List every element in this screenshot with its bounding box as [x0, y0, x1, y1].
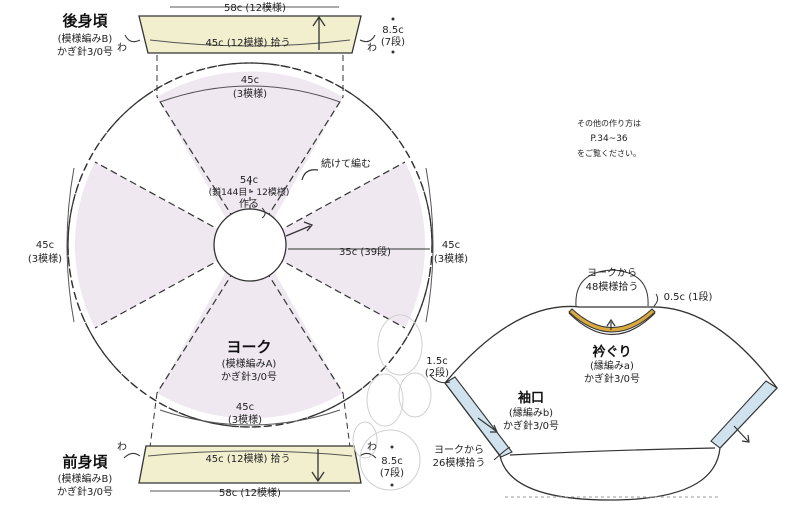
yoke-left-arc-pattern: (3模様)	[28, 252, 62, 265]
yoke-left-arc: 45c	[36, 240, 54, 251]
back-rows: (7段)	[381, 35, 405, 48]
front-body-band	[123, 445, 394, 492]
cuff-rows: (2段)	[425, 366, 449, 379]
yoke-bottom-arc: 45c	[236, 402, 254, 413]
collar-width: 0.5c (1段)	[664, 290, 713, 303]
collar-hook: かぎ針3/0号	[584, 372, 640, 385]
cuff-hook: かぎ針3/0号	[503, 419, 559, 432]
collar-pattern: (縁編みa)	[590, 359, 634, 372]
yoke-chain-length: 54c	[240, 175, 258, 186]
back-body-band	[124, 6, 395, 54]
yoke-pattern: (模様編みA)	[222, 357, 277, 370]
cuff-width: 1.5c	[426, 356, 447, 367]
cactus-illustration	[352, 314, 432, 491]
sleeve-outline	[444, 305, 778, 501]
sleeve-diagram	[429, 269, 778, 501]
continue-arrow	[301, 169, 319, 181]
back-body-title: 後身頃	[61, 12, 108, 30]
yoke-chain-count: (鎖144目・12模様)	[209, 186, 290, 198]
labels: 後身頃 (模様編みB) かぎ針3/0号 58c (12模様) 45c (12模様…	[28, 1, 713, 499]
yoke-right-arc: 45c	[442, 240, 460, 251]
yoke-hook: かぎ針3/0号	[221, 370, 277, 383]
front-body-title: 前身頃	[62, 453, 108, 471]
note-line-2: P.34~36	[590, 134, 628, 144]
collar-edge	[568, 308, 656, 333]
collar-from: ヨークから	[587, 267, 637, 279]
back-body-hook: かぎ針3/0号	[57, 45, 113, 58]
yoke-panel-lines	[94, 96, 406, 394]
yoke-title: ヨーク	[226, 338, 271, 356]
front-bottom-width: 58c (12模様)	[219, 486, 281, 499]
yoke-continue: 続けて編む	[321, 157, 371, 170]
front-pickup: 45c (12模様) 拾う	[205, 452, 290, 465]
front-band-shape	[138, 445, 362, 484]
yoke-bottom-arc-pattern: (3模様)	[228, 413, 262, 426]
yoke-radius: 35c (39段)	[339, 245, 391, 258]
cuff-pattern: (縁編みb)	[509, 406, 553, 419]
arc-dimension-lines	[66, 85, 434, 426]
yoke-top-arc-pattern: (3模様)	[233, 87, 267, 100]
back-height: 8.5c	[382, 25, 403, 36]
cuff-from: ヨークから	[434, 444, 484, 456]
yoke-top-arc: 45c	[241, 75, 259, 86]
left-cuff-edge	[444, 376, 513, 458]
back-body-pattern: (模様編みB)	[58, 32, 113, 45]
cuff-pickup: 26模様拾う	[433, 456, 486, 469]
front-body-pattern: (模様編みB)	[58, 472, 113, 485]
note-line-3: をご覧ください。	[577, 148, 641, 158]
back-top-width: 58c (12模様)	[224, 1, 286, 14]
front-height: 8.5c	[381, 456, 402, 467]
front-body-hook: かぎ針3/0号	[57, 485, 113, 498]
neck-opening	[213, 208, 287, 282]
collar-pickup: 48模様拾う	[586, 280, 639, 293]
back-pickup: 45c (12模様) 拾う	[205, 36, 290, 49]
yoke-right-arc-pattern: (3模様)	[434, 252, 468, 265]
front-rows: (7段)	[380, 466, 404, 479]
yoke-shaded-panels	[74, 71, 426, 419]
note-line-1: その他の作り方は	[577, 118, 641, 128]
front-wa-right: わ	[367, 441, 377, 453]
radius-arrow	[285, 221, 430, 250]
back-wa-right: わ	[367, 42, 377, 54]
yoke-chain-make: 作る	[239, 198, 259, 210]
band-guide-lines	[149, 55, 351, 448]
yoke-diagram	[66, 55, 434, 448]
collar-title: 衿ぐり	[592, 344, 631, 360]
right-cuff-edge	[710, 380, 778, 449]
front-wa-left: わ	[117, 441, 127, 453]
back-wa-left: わ	[117, 42, 127, 54]
cuff-title: 袖口	[518, 390, 544, 406]
